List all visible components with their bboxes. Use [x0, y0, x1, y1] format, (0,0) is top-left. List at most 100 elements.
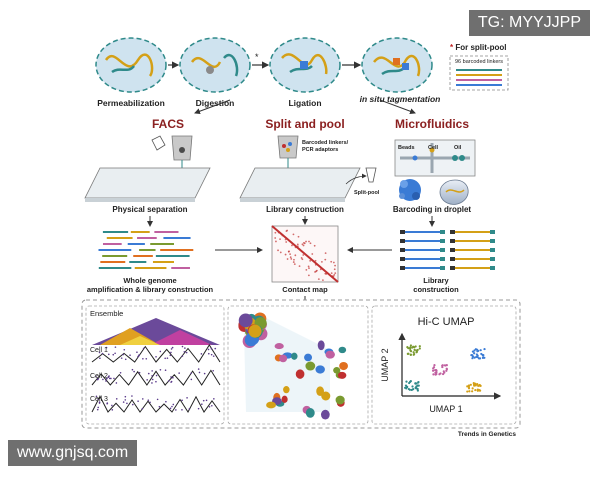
umap-point	[416, 387, 419, 391]
umap-point	[432, 367, 435, 370]
cell-map-dot	[212, 355, 215, 357]
split-pool-tube	[277, 135, 299, 170]
wga-reads	[98, 231, 194, 269]
droplet	[439, 179, 469, 205]
umap-point	[417, 384, 420, 387]
barcode-end	[400, 257, 405, 261]
umap-point	[467, 387, 471, 390]
cell-map-dot	[98, 401, 101, 403]
method-split-pool: Split and pool	[265, 117, 344, 131]
umap-point	[468, 390, 471, 393]
cell-map-dot	[155, 380, 157, 383]
contact-dot	[332, 275, 335, 278]
cell-map-dot	[207, 352, 210, 355]
legend-item: 96 barcoded linkers	[455, 59, 503, 65]
barcode-end	[400, 248, 405, 252]
cell-map-dot	[119, 372, 122, 374]
contact-dot	[285, 230, 288, 232]
umap-point	[466, 385, 469, 388]
contact-dot	[288, 250, 290, 253]
barcode-end	[490, 248, 495, 252]
umap-point	[417, 380, 420, 384]
legend-title-text: For split-pool	[455, 43, 506, 52]
cell-map-dot	[138, 371, 141, 374]
umap-panel: Hi-C UMAP UMAP 1 UMAP 2	[371, 305, 517, 425]
cell-map-dot	[111, 409, 114, 411]
contact-dot	[324, 258, 327, 261]
cell-structure	[317, 340, 325, 351]
cell-map-dot	[155, 374, 158, 377]
cell-map-dot	[131, 403, 134, 406]
cell-map-dot	[159, 350, 162, 353]
umap-point	[405, 380, 408, 383]
contact-dot	[308, 267, 310, 270]
cell-map-dot	[113, 377, 115, 380]
cell-map-dot	[151, 378, 154, 381]
cell-map-dot	[102, 378, 104, 381]
contact-dot	[302, 244, 305, 247]
contact-dot	[285, 241, 288, 243]
split-pool-asterisk: *	[255, 52, 259, 62]
umap-point	[474, 382, 477, 385]
caption-library-construction: Library construction	[266, 205, 344, 214]
cell-map-dot	[181, 355, 184, 357]
cell-structure	[281, 395, 288, 404]
contact-dot	[289, 253, 291, 256]
contact-dot	[297, 235, 300, 238]
umap-point	[477, 357, 481, 360]
umap-point	[406, 385, 409, 389]
umap-point	[466, 390, 469, 393]
cell-map-dot	[169, 407, 172, 410]
contact-map	[271, 225, 339, 283]
contact-dot	[284, 253, 287, 256]
cell-structure	[315, 365, 325, 374]
cell-map-dot	[115, 382, 118, 384]
cell-3-label: Cell 3	[90, 396, 108, 403]
ensemble-triangle-map	[92, 318, 220, 345]
umap-point	[431, 369, 435, 372]
umap-point	[439, 372, 442, 375]
barcode-end	[400, 266, 405, 270]
cell-map-dot	[99, 357, 101, 360]
umap-point	[481, 356, 485, 359]
cell-map-dot	[105, 380, 107, 382]
cell-map-dot	[141, 407, 144, 410]
cell-map-dot	[205, 399, 208, 402]
cell-map-dot	[166, 357, 169, 359]
caption-library-line2: construction	[413, 285, 459, 294]
split-pool-linkers-label: Barcoded linkers/	[302, 140, 349, 146]
contact-dot	[301, 258, 304, 261]
barcode-end	[440, 230, 445, 234]
barcode-end	[440, 239, 445, 243]
caption-contact-map: Contact map	[282, 285, 328, 294]
cell-map-dot	[184, 347, 186, 349]
facs-sorter	[151, 135, 193, 170]
barcode-end	[490, 257, 495, 261]
caption-physical-separation: Physical separation	[112, 205, 187, 214]
contact-dot	[300, 257, 303, 259]
contact-dot	[334, 272, 337, 275]
cell-map-dot	[181, 399, 183, 402]
umap-point	[474, 384, 477, 387]
split-pool-adaptors-label: PCR adaptors	[302, 147, 338, 153]
contact-dot	[320, 260, 323, 263]
umap-point	[434, 371, 437, 374]
umap-point	[441, 365, 444, 369]
cell-map-dot	[137, 355, 139, 358]
cell-structure	[321, 391, 331, 401]
micro-cell-label: Cell	[428, 145, 439, 151]
cell-map-dot	[197, 368, 200, 370]
cell-map-dot	[172, 377, 174, 379]
cell-structure	[295, 369, 305, 379]
cell-structure	[266, 401, 276, 409]
caption-wga-line2: amplification & library construction	[87, 285, 214, 294]
umap-point	[410, 388, 413, 392]
nucleus-tagmentation	[361, 37, 433, 93]
contact-dot	[298, 248, 301, 251]
facs-plate	[84, 167, 211, 202]
cell-map-dot	[137, 400, 139, 402]
cell-map-dot	[167, 380, 170, 382]
umap-point	[412, 351, 415, 354]
cell-map-dot	[142, 347, 145, 350]
cell-map-dot	[147, 372, 150, 375]
